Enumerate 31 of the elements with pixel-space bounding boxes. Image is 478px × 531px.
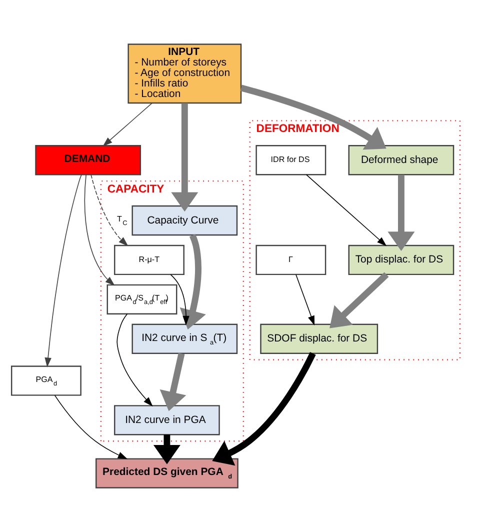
- arrow: [388, 174, 415, 250]
- node-box: DEMAND: [35, 144, 141, 175]
- node-box: PGA$_{d}$: [10, 365, 82, 396]
- node-box: Predicted DS given PGA$_{d}$: [96, 458, 238, 488]
- node-box: IN2 curve in PGA: [114, 404, 220, 435]
- node-box: Deformed shape: [348, 144, 454, 175]
- node-box: Capacity Curve: [132, 204, 238, 236]
- arrow: [153, 434, 180, 464]
- arrow: [306, 174, 387, 246]
- node-box: PGA$_{d}$/S$_{a,d}$(T$_{eff}$): [106, 284, 178, 314]
- node-box: INPUT - Number of storeys - Age of construction - Infills ratio - Location: [128, 43, 242, 104]
- arrow: [90, 174, 128, 246]
- arrow: [160, 352, 186, 411]
- node-box: IN2 curve in S$_{a}$(T): [132, 323, 238, 354]
- arrow: [170, 274, 190, 326]
- arrow: [240, 84, 386, 150]
- arrow: [102, 102, 152, 146]
- node-box: SDOF displac. for DS: [260, 323, 378, 354]
- node-box: R-μ-T: [114, 244, 184, 275]
- arrow: [171, 102, 198, 212]
- edge-label: T$_{C}$: [117, 214, 128, 227]
- node-box: IDR for DS: [256, 144, 326, 175]
- node-box: Γ: [256, 244, 326, 275]
- arrow: [84, 174, 115, 286]
- arrow: [44, 174, 82, 367]
- arrow: [296, 274, 315, 325]
- arrow: [180, 233, 206, 330]
- arrow: [54, 394, 128, 459]
- arrow: [212, 352, 316, 466]
- arrow: [330, 272, 389, 328]
- node-box: Top displac. for DS: [348, 244, 454, 275]
